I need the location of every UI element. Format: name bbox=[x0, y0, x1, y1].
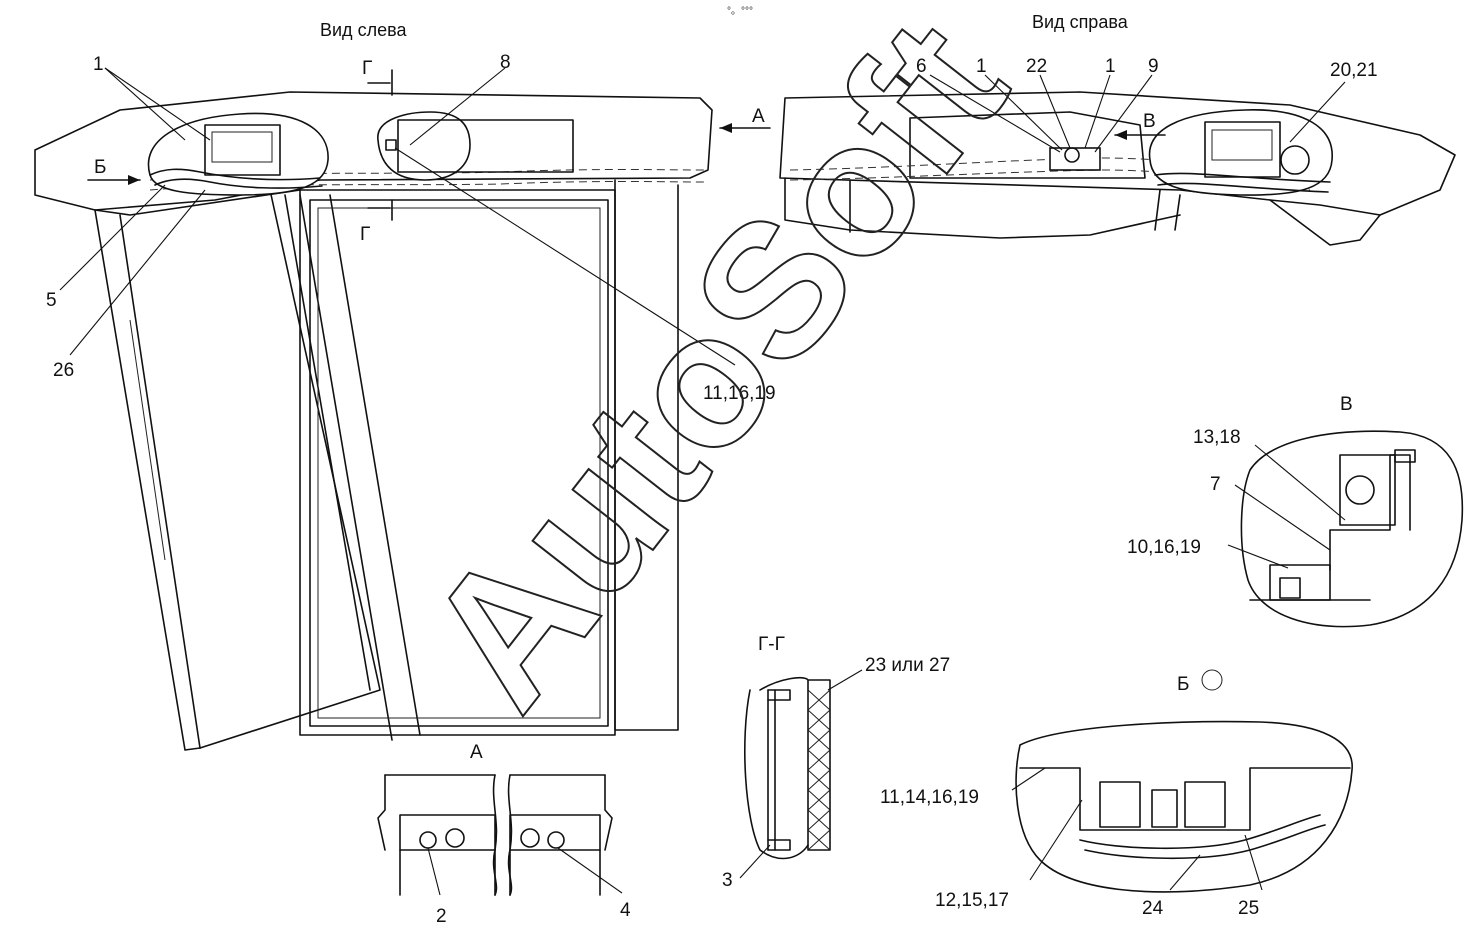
detail-v-title: В bbox=[1340, 394, 1353, 415]
callout-1-right-b: 1 bbox=[1105, 56, 1116, 77]
arrow-a-label: А bbox=[752, 106, 765, 127]
callout-8: 8 bbox=[500, 52, 511, 73]
callout-1-left: 1 bbox=[93, 54, 104, 75]
right-view-title: Вид справа bbox=[1032, 12, 1129, 32]
arrow-b-label: Б bbox=[94, 157, 106, 178]
callout-12-15-17: 12,15,17 bbox=[935, 890, 1009, 911]
detail-a bbox=[377, 774, 623, 896]
right-view bbox=[779, 74, 1456, 246]
arrow-v-label: В bbox=[1143, 111, 1156, 132]
section-gg-title: Г-Г bbox=[758, 634, 785, 655]
callout-20-21: 20,21 bbox=[1330, 60, 1378, 81]
callout-2: 2 bbox=[436, 906, 447, 927]
detail-v bbox=[1227, 430, 1464, 628]
cut-g-top-label: Г bbox=[362, 58, 372, 79]
callout-6: 6 bbox=[916, 56, 927, 77]
callout-1-right-a: 1 bbox=[976, 56, 987, 77]
detail-a-title: А bbox=[470, 742, 483, 763]
callout-10-16-19: 10,16,19 bbox=[1127, 537, 1201, 558]
cut-g-bottom-label: Г bbox=[360, 224, 370, 245]
callout-24: 24 bbox=[1142, 898, 1164, 919]
callout-9: 9 bbox=[1148, 56, 1159, 77]
callout-5: 5 bbox=[46, 290, 57, 311]
detail-b-title: Б bbox=[1177, 674, 1189, 695]
callout-11-14-16-19: 11,14,16,19 bbox=[880, 787, 979, 808]
callout-22: 22 bbox=[1026, 56, 1047, 77]
callout-26: 26 bbox=[53, 360, 74, 381]
callout-3: 3 bbox=[722, 870, 733, 891]
callout-23-or-27: 23 или 27 bbox=[865, 655, 950, 676]
watermark: AutoSoft bbox=[385, 0, 1046, 745]
callout-4: 4 bbox=[620, 900, 631, 921]
top-mark: °。°°° bbox=[727, 6, 753, 17]
callout-7: 7 bbox=[1210, 474, 1221, 495]
left-view-title: Вид слева bbox=[320, 20, 407, 40]
callout-11-16-19: 11,16,19 bbox=[703, 383, 776, 404]
left-view bbox=[34, 67, 771, 751]
section-gg bbox=[739, 669, 863, 879]
callout-13-18: 13,18 bbox=[1193, 427, 1241, 448]
detail-b bbox=[1011, 669, 1353, 893]
callout-25: 25 bbox=[1238, 898, 1259, 919]
